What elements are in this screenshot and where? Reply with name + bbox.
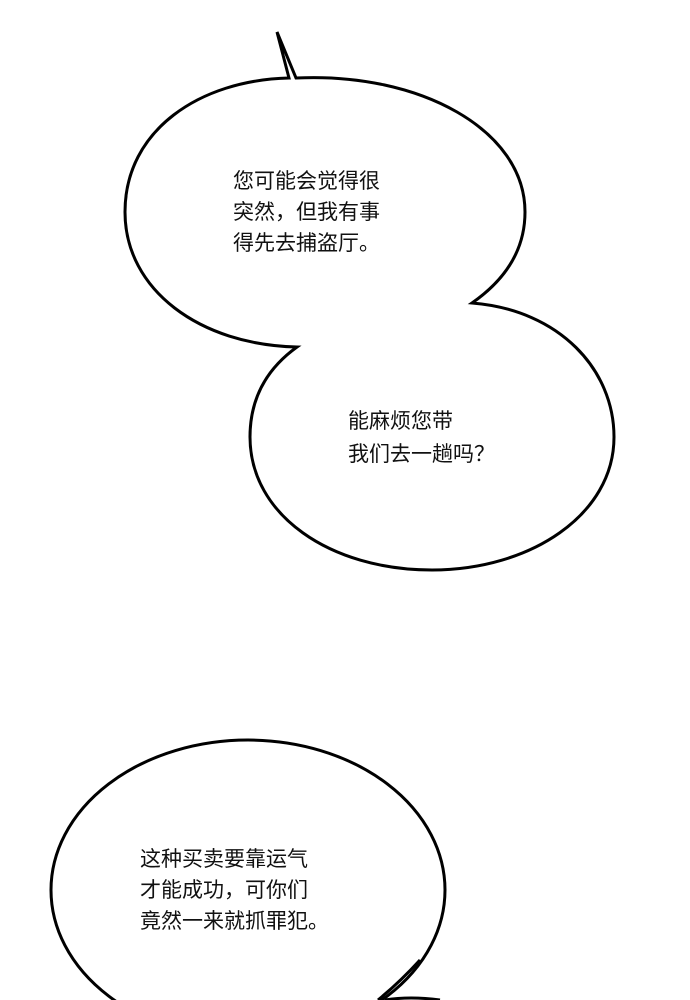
text-line: 您可能会觉得很: [233, 169, 380, 193]
bubble-2-text: 能麻烦您带 我们去一趟吗？: [348, 405, 495, 471]
speech-bubble-double: [123, 31, 616, 572]
text-line: 突然，但我有事: [233, 200, 380, 224]
text-line: 竟然一来就抓罪犯。: [140, 909, 329, 933]
text-line: 能麻烦您带: [348, 409, 453, 433]
text-line: 这种买卖要靠运气: [140, 847, 308, 871]
speech-bubble-bottom: [49, 738, 447, 1000]
bubble-1-text: 您可能会觉得很 突然，但我有事 得先去捕盗厅。: [233, 166, 380, 259]
partial-bubble-edge: [384, 996, 441, 1000]
bubble-3-text: 这种买卖要靠运气 才能成功，可你们 竟然一来就抓罪犯。: [140, 844, 329, 937]
text-line: 才能成功，可你们: [140, 878, 308, 902]
partial-bubble-tail: [377, 958, 422, 1000]
text-line: 我们去一趟吗？: [348, 442, 495, 466]
text-line: 得先去捕盗厅。: [233, 231, 380, 255]
